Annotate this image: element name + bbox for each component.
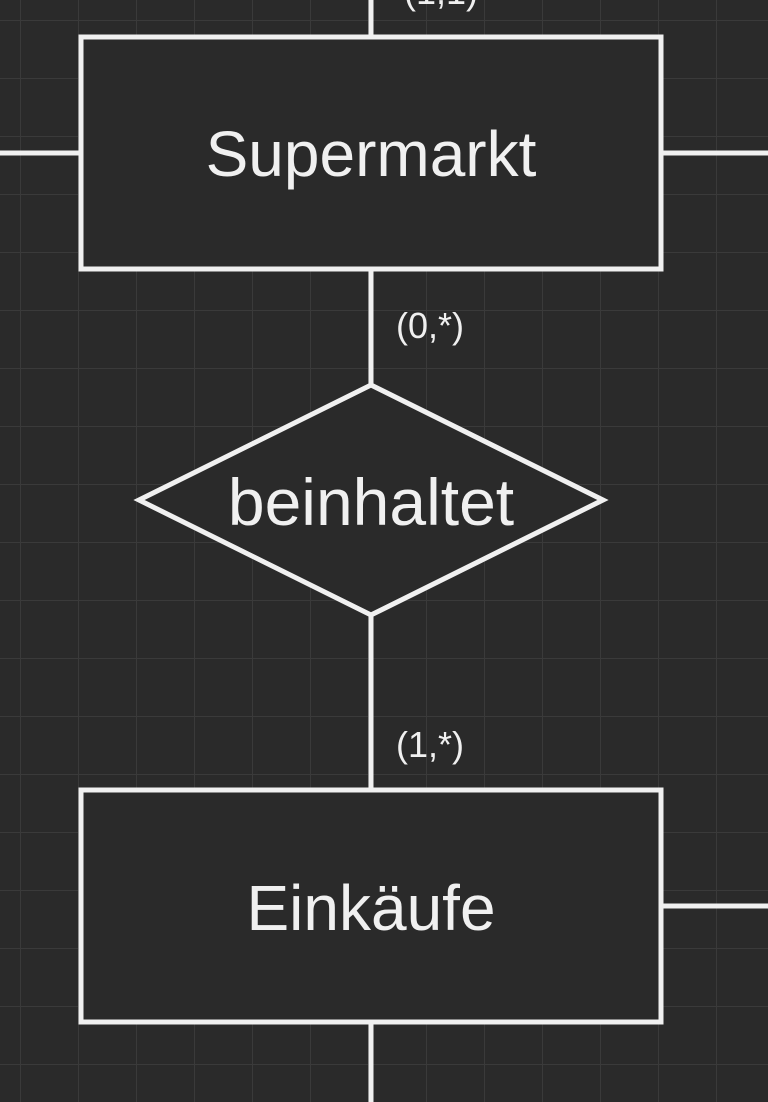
cardinality-beinhaltet-einkaeufe: (1,*) [396, 724, 464, 765]
relationship-label: beinhaltet [228, 465, 514, 539]
entity-einkaeufe[interactable]: Einkäufe [78, 787, 664, 1025]
entity-label: Einkäufe [246, 872, 495, 944]
cardinality-supermarkt-beinhaltet: (0,*) [396, 305, 464, 346]
entity-supermarkt[interactable]: Supermarkt [78, 34, 664, 272]
entity-label: Supermarkt [206, 118, 537, 190]
relationship-beinhaltet[interactable]: beinhaltet [133, 382, 609, 618]
cardinality-top-partial: (1,1) [404, 0, 478, 12]
